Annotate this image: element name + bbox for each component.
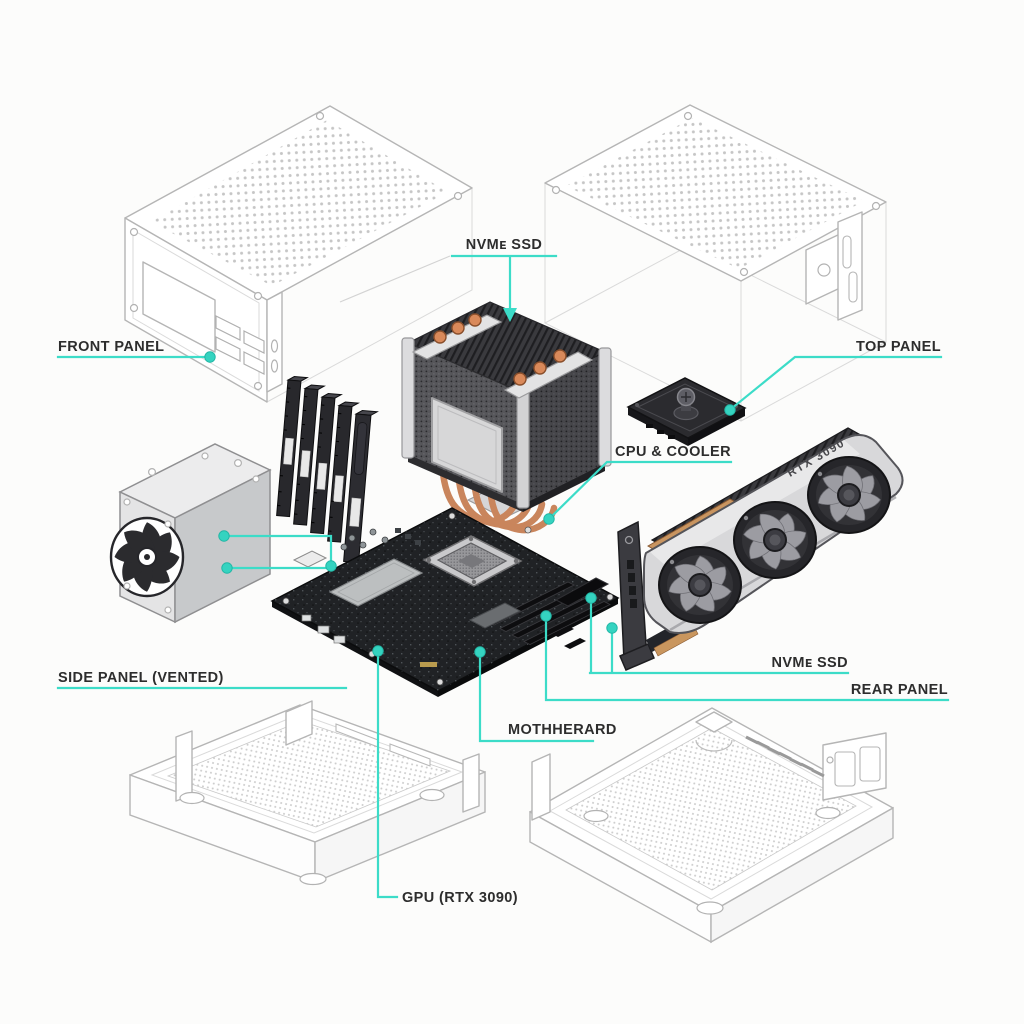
label-nvme-ssd-right: NVMᴇ SSD — [771, 655, 848, 671]
case-front-assembly — [124, 105, 473, 403]
label-gpu: GPU (RTX 3090) — [402, 890, 518, 906]
psu-connector-lines — [218, 530, 337, 574]
callout-front-panel: FRONT PANEL — [56, 339, 216, 363]
label-front-panel: FRONT PANEL — [58, 339, 164, 355]
ram-modules — [276, 376, 379, 564]
psu-fan — [109, 516, 185, 598]
gpu-fan-3 — [800, 452, 895, 539]
label-nvme-ssd-top: NVMᴇ SSD — [466, 237, 543, 253]
cpu-cooler — [401, 301, 612, 534]
rear-panel-tray — [529, 707, 894, 944]
cooler-top-brackets — [411, 313, 594, 399]
label-motherboard: MOTHHERARD — [508, 722, 617, 738]
ram-stick — [343, 410, 379, 564]
nvme-ssd-module — [626, 377, 747, 446]
m2-heatsink — [328, 558, 424, 607]
psu — [109, 443, 272, 624]
callout-nvme-ssd-top: NVMᴇ SSD — [450, 237, 558, 322]
arrowhead — [503, 308, 517, 322]
callout-layer: FRONT PANEL NVMᴇ SSD TOP PANEL CPU & COO… — [56, 237, 950, 906]
thumbscrew — [673, 387, 699, 421]
callout-rear-panel: REAR PANEL — [540, 610, 950, 702]
gpu-card: RTX 3090 — [617, 427, 904, 671]
callout-gpu: GPU (RTX 3090) — [372, 645, 518, 906]
callout-side-panel: SIDE PANEL (VENTED) — [56, 670, 348, 690]
label-side-panel: SIDE PANEL (VENTED) — [58, 670, 224, 686]
callout-motherboard: MOTHHERARD — [474, 646, 617, 743]
atx-24pin-connector — [554, 577, 610, 607]
front-panel-window — [142, 261, 216, 353]
callout-top-panel: TOP PANEL — [724, 339, 943, 416]
case-top-panel — [543, 104, 888, 422]
label-cpu-cooler: CPU & COOLER — [615, 444, 731, 460]
front-panel-ports — [215, 315, 265, 375]
ram-stick — [276, 376, 309, 518]
cpu-socket — [422, 535, 523, 587]
ram-stick — [293, 384, 326, 526]
vent-slats — [745, 735, 825, 778]
label-top-panel: TOP PANEL — [856, 339, 941, 355]
callout-nvme-ssd-right: NVMᴇ SSD — [585, 592, 850, 675]
rear-io-bracket — [805, 211, 863, 321]
rear-bracket-plate — [822, 732, 887, 801]
ram-stick — [327, 401, 360, 543]
callout-cpu-cooler: CPU & COOLER — [543, 444, 733, 525]
psu-power-connector — [292, 550, 328, 568]
motherboard — [270, 507, 620, 697]
side-panel-vented — [129, 700, 486, 886]
pci-bracket — [617, 520, 655, 671]
ram-stick — [310, 393, 343, 535]
gpu-fan-1 — [658, 546, 742, 624]
gpu-fan-2 — [730, 501, 819, 582]
label-rear-panel: REAR PANEL — [851, 682, 948, 698]
